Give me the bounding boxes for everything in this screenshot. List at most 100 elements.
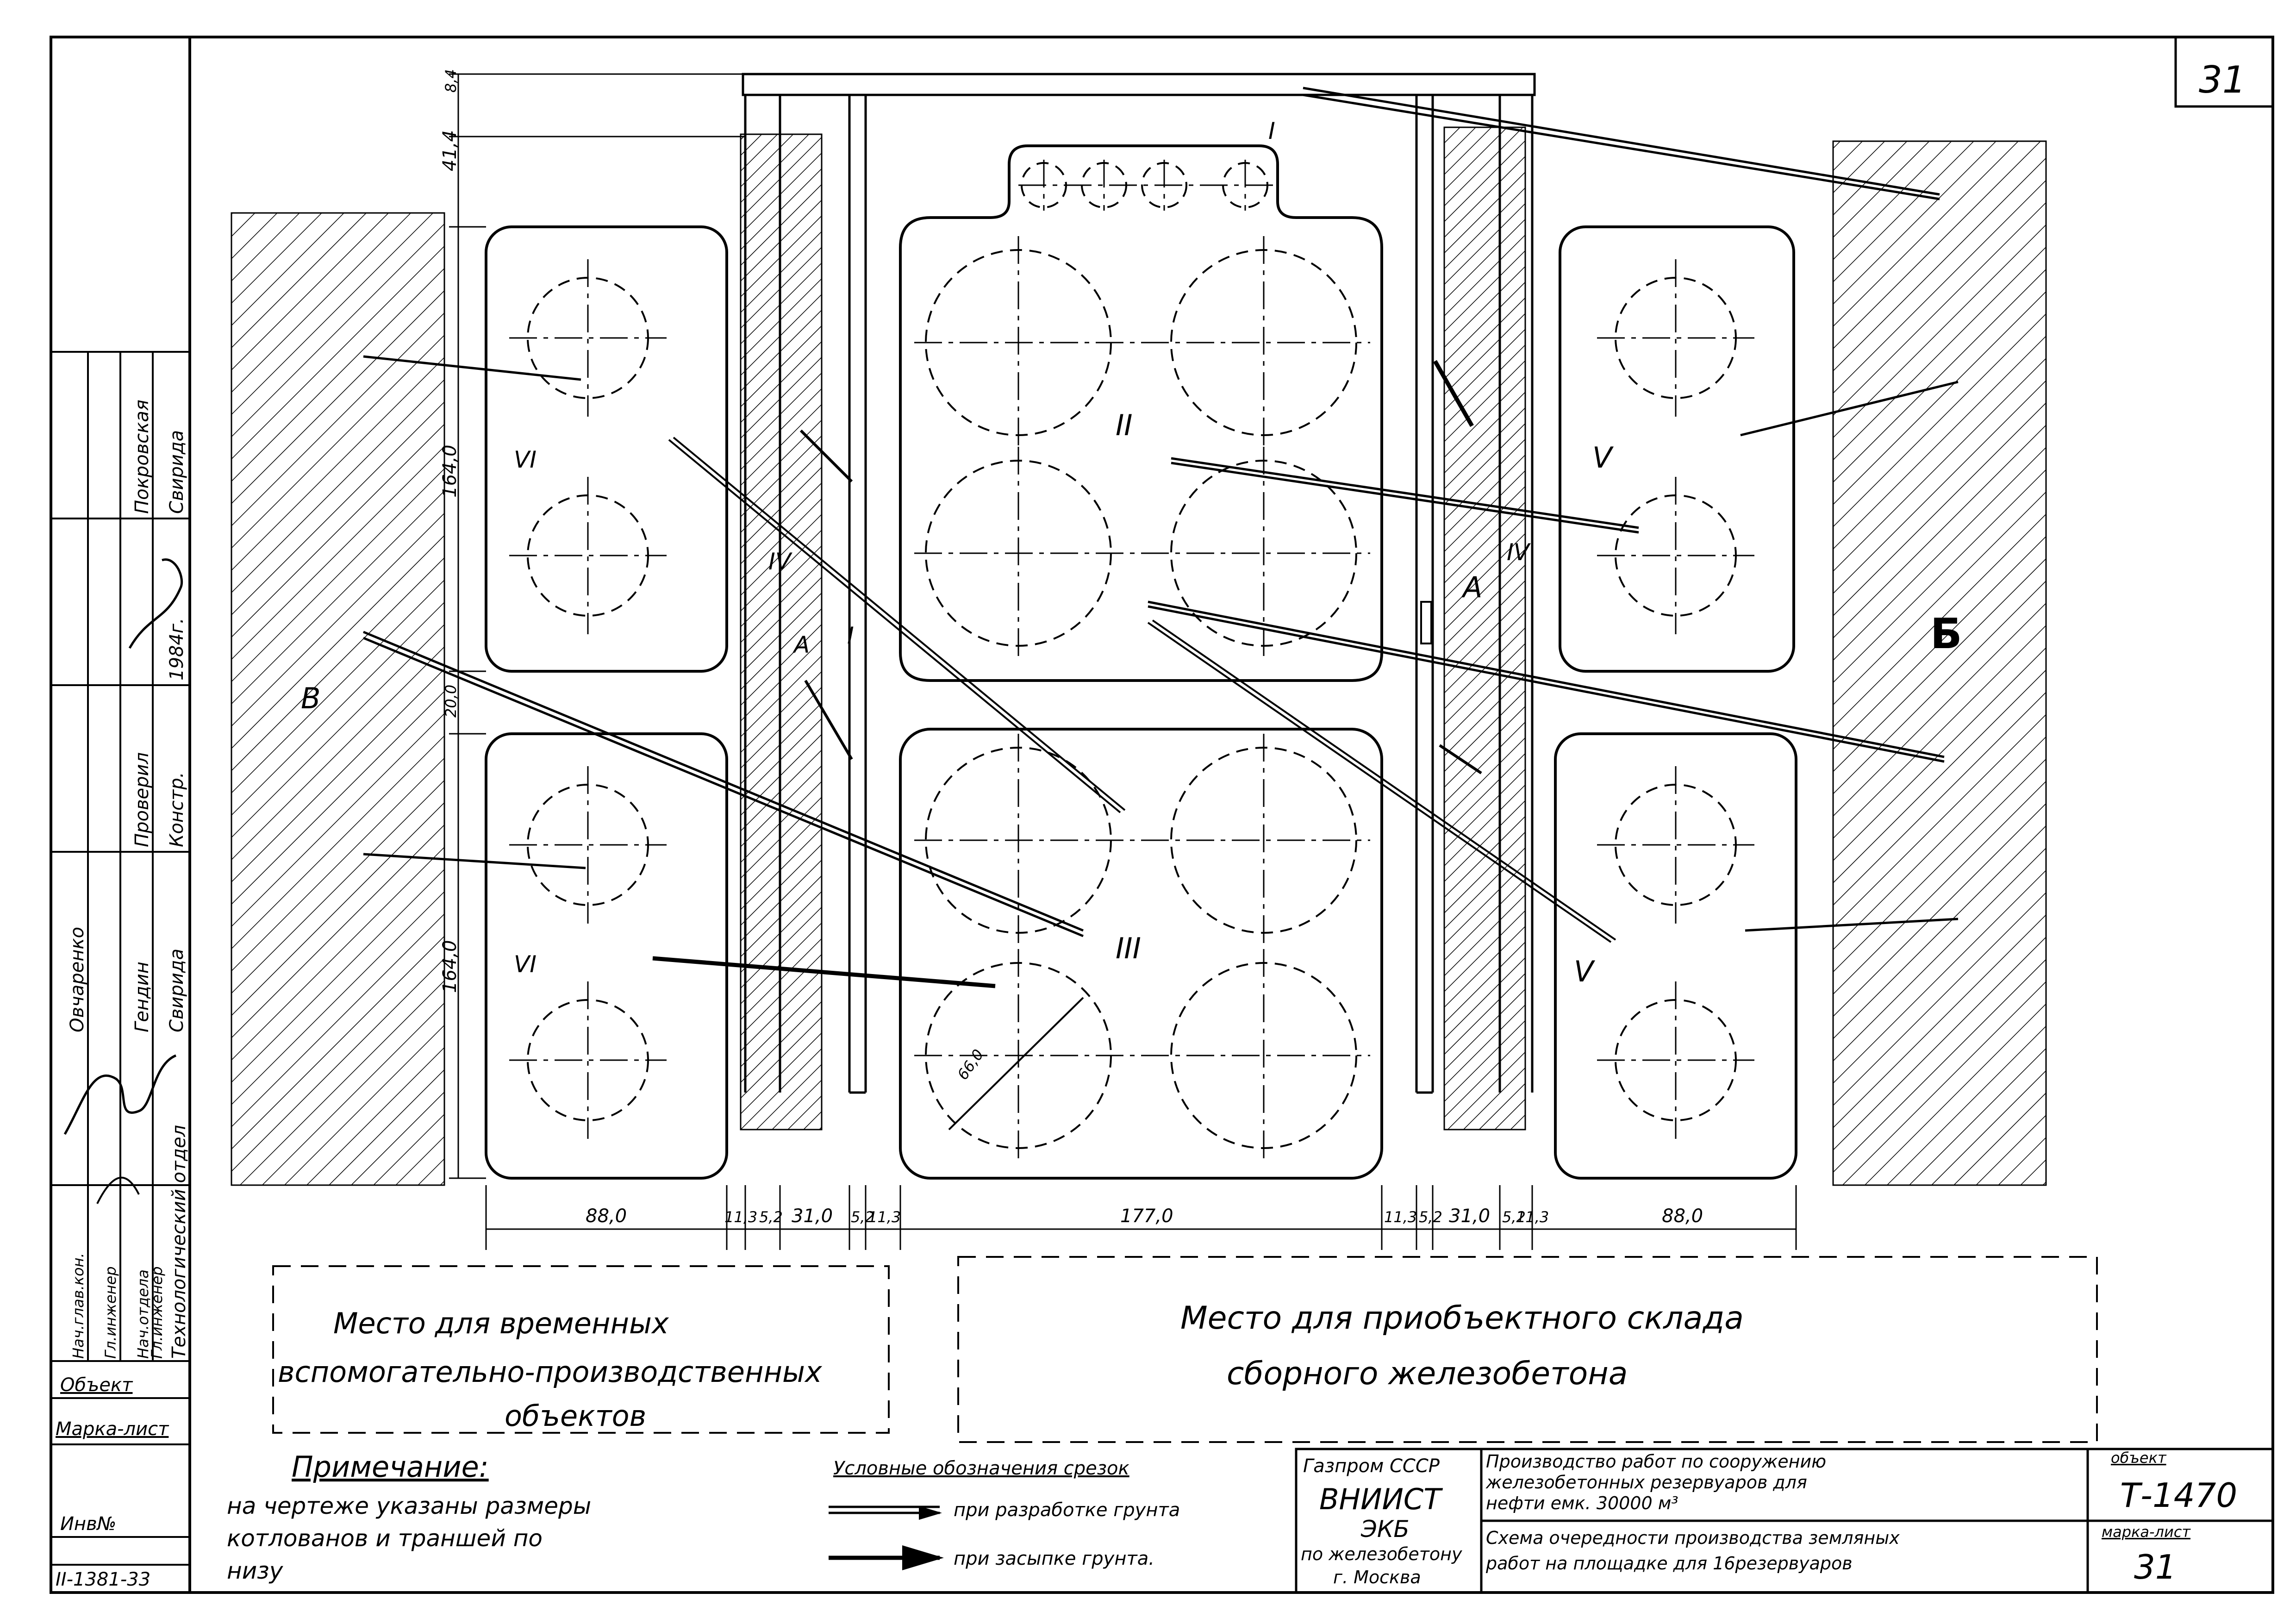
sheet-title-2: работ на площадке для 16резервуаров <box>1485 1553 1853 1574</box>
right-trench-walls <box>1415 95 1534 1094</box>
stamp-name-b: Гендин <box>131 962 153 1032</box>
dim-bottom: 11,3 <box>1384 1208 1417 1226</box>
sheet-number: 31 <box>2199 58 2246 101</box>
cut-line-backfill <box>1740 381 1959 437</box>
dim-top-small: 8,4 <box>442 69 460 93</box>
org-line1: Газпром СССР <box>1303 1455 1440 1477</box>
note-line1: на чертеже указаны размеры <box>227 1493 591 1519</box>
signature-1 <box>63 1054 177 1135</box>
stamp-name-d: Покровская <box>131 400 153 514</box>
org-line4: по железобетону <box>1301 1544 1462 1564</box>
zone-b-label: Б <box>1930 610 1962 658</box>
zone-v-fill <box>231 212 445 1186</box>
tank-centerlines <box>509 160 1754 1162</box>
stamp-role-3: Нач.отдела <box>134 1269 152 1359</box>
stamp-inv-value: II-1381-33 <box>56 1569 150 1590</box>
pit-center-bottom <box>899 728 1383 1180</box>
dim-bottom: 177,0 <box>1120 1206 1173 1227</box>
temp-area-line1: Место для временных <box>333 1306 669 1340</box>
note-line3: низу <box>227 1557 284 1584</box>
cut-line-excavation <box>1171 457 1639 534</box>
cut-line-backfill <box>363 853 586 869</box>
sheet-number-box: 31 <box>2174 36 2274 108</box>
stamp-checked: Проверил <box>131 752 153 847</box>
dimension-lines <box>449 73 1797 1250</box>
stamp-name-a: Овчаренко <box>67 927 88 1032</box>
zone-b-fill <box>1832 140 2047 1186</box>
section-lines <box>363 87 1959 1131</box>
object-value: Т-1470 <box>2120 1476 2237 1515</box>
work-title-2: железобетонных резервуаров для <box>1485 1472 1807 1493</box>
legend-item-excavation: при разработке грунта <box>954 1499 1180 1521</box>
work-title-3: нефти емк. 30000 м³ <box>1486 1493 1678 1513</box>
cut-line-excavation <box>1303 87 1940 200</box>
section-label: VI <box>514 446 537 473</box>
cut-line-backfill <box>804 680 853 760</box>
legend-item-backfill: при засыпке грунта. <box>954 1548 1154 1569</box>
cut-line-excavation <box>1148 600 1945 763</box>
section-label: V <box>1574 955 1596 988</box>
side-stamp-frame <box>50 351 191 1566</box>
dim-bottom: 11,3 <box>868 1208 901 1226</box>
section-label: IV <box>1507 539 1531 566</box>
legend-title: Условные обозначения срезок <box>833 1458 1129 1479</box>
zone-a-label-left: А <box>792 631 810 658</box>
pit-center-top <box>899 144 1383 682</box>
right-marker-post <box>1420 601 1432 644</box>
stamp-year: 1984г. <box>166 618 187 681</box>
cut-line-excavation <box>363 631 1084 937</box>
dim-bottom: 5,2 <box>851 1208 874 1226</box>
legend-excavation-symbol <box>829 1507 940 1513</box>
trench-right-fill <box>1443 126 1526 1131</box>
store-area-line2: сборного железобетона <box>1227 1355 1628 1392</box>
org-line2: ВНИИСТ <box>1319 1482 1443 1516</box>
cut-line-backfill <box>1439 744 1482 775</box>
cut-line-backfill <box>1745 918 1959 932</box>
note-title: Примечание: <box>292 1450 489 1484</box>
temp-area-line3: объектов <box>505 1399 646 1433</box>
cut-line-excavation <box>668 437 1126 813</box>
stamp-object-label: Объект <box>60 1374 133 1396</box>
section-label: I <box>1268 118 1275 144</box>
org-line3: ЭКБ <box>1360 1516 1410 1543</box>
stamp-role-5: Технологический отдел <box>168 1125 190 1359</box>
stamp-role-4: Гл.инженер <box>148 1266 166 1359</box>
work-title-1: Производство работ по сооружению <box>1486 1451 1826 1472</box>
left-trench-walls <box>744 95 867 1094</box>
zone-v-label: В <box>301 681 321 715</box>
cut-line-backfill <box>363 355 581 381</box>
dim-pit-height-bottom: 164,0 <box>439 940 461 993</box>
section-label: V <box>1592 441 1614 475</box>
stamp-name-e: Свирида <box>166 430 187 514</box>
mark-label: марка-лист <box>2102 1523 2191 1541</box>
dim-bottom: 88,0 <box>586 1206 627 1227</box>
dim-pit-height-top: 164,0 <box>439 444 461 498</box>
dim-gap: 20,0 <box>442 685 460 718</box>
store-area-line1: Место для приобъектного склада <box>1180 1300 1744 1337</box>
stamp-role-1: Нач.глав.кон. <box>69 1253 87 1359</box>
precast-store-area <box>957 1256 2098 1443</box>
section-label: I <box>847 622 854 649</box>
cut-line-backfill <box>799 429 853 483</box>
signature-3 <box>128 558 183 649</box>
section-label: II <box>1116 408 1133 442</box>
stamp-constr: Констр. <box>166 772 187 847</box>
cut-line-excavation <box>1147 619 1616 943</box>
note-line2: котлованов и траншей по <box>227 1525 543 1552</box>
mark-value: 31 <box>2134 1548 2177 1587</box>
stamp-role-2: Гл.инженер <box>102 1266 119 1359</box>
dim-bottom: 5,2 <box>1502 1208 1526 1226</box>
cut-line-backfill <box>1433 360 1474 427</box>
temp-area-line2: вспомогательно-производственных <box>278 1355 823 1389</box>
dim-bottom: 88,0 <box>1662 1206 1703 1227</box>
zone-a-label-right: А <box>1461 570 1482 604</box>
top-strip <box>742 73 1536 96</box>
org-line5: г. Москва <box>1333 1567 1421 1587</box>
dim-bottom: 31,0 <box>1449 1206 1490 1227</box>
stamp-name-c: Свирида <box>166 949 187 1032</box>
temp-objects-area <box>272 1265 890 1434</box>
dim-bottom: 11,3 <box>1516 1208 1549 1226</box>
sheet-title-1: Схема очередности производства земляных <box>1486 1528 1900 1548</box>
stamp-inv-label: Инв№ <box>60 1513 116 1535</box>
